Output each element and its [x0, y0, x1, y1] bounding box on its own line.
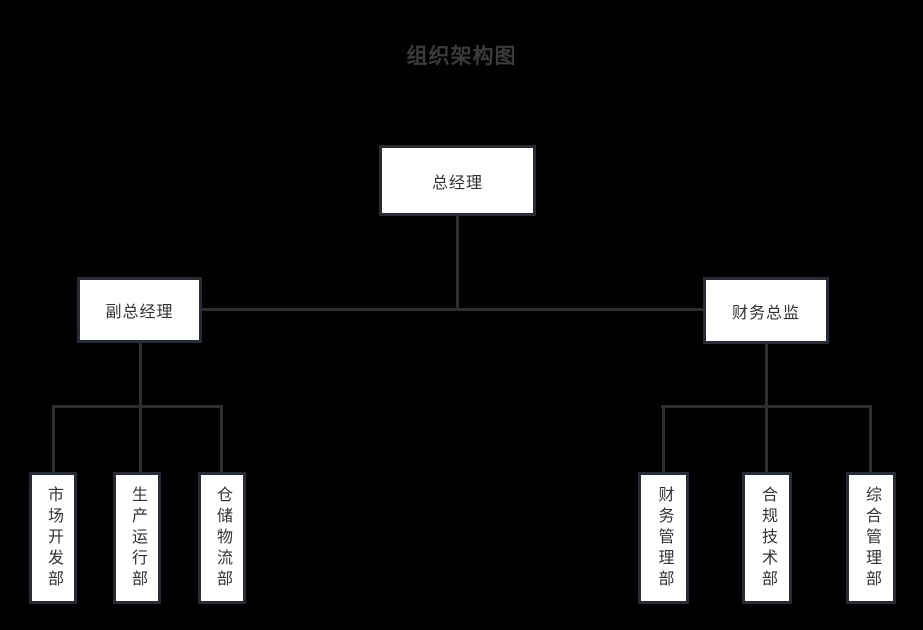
- node-general-manager[interactable]: 总经理: [379, 145, 536, 216]
- node-market-development-dept[interactable]: 市场开发部: [29, 472, 77, 604]
- connector-left-drop-3: [220, 405, 223, 473]
- connector-main-horizontal: [202, 308, 703, 311]
- node-compliance-technology-dept[interactable]: 合规技术部: [742, 472, 792, 604]
- connector-cfo-down: [765, 343, 768, 473]
- node-warehouse-logistics-dept[interactable]: 仓储物流部: [198, 472, 246, 604]
- connector-right-bus: [661, 405, 872, 408]
- connector-left-drop-1: [52, 405, 55, 473]
- node-finance-management-dept[interactable]: 财务管理部: [638, 472, 689, 604]
- node-deputy-general-manager[interactable]: 副总经理: [77, 277, 202, 343]
- diagram-title: 组织架构图: [406, 45, 517, 68]
- connector-ceo-down: [456, 214, 459, 310]
- connector-left-bus: [52, 405, 223, 408]
- node-general-management-dept[interactable]: 综合管理部: [846, 472, 896, 604]
- connector-right-drop-3: [869, 405, 872, 473]
- node-finance-director[interactable]: 财务总监: [703, 277, 829, 344]
- connector-right-drop-1: [662, 405, 665, 473]
- node-production-operation-dept[interactable]: 生产运行部: [113, 472, 161, 604]
